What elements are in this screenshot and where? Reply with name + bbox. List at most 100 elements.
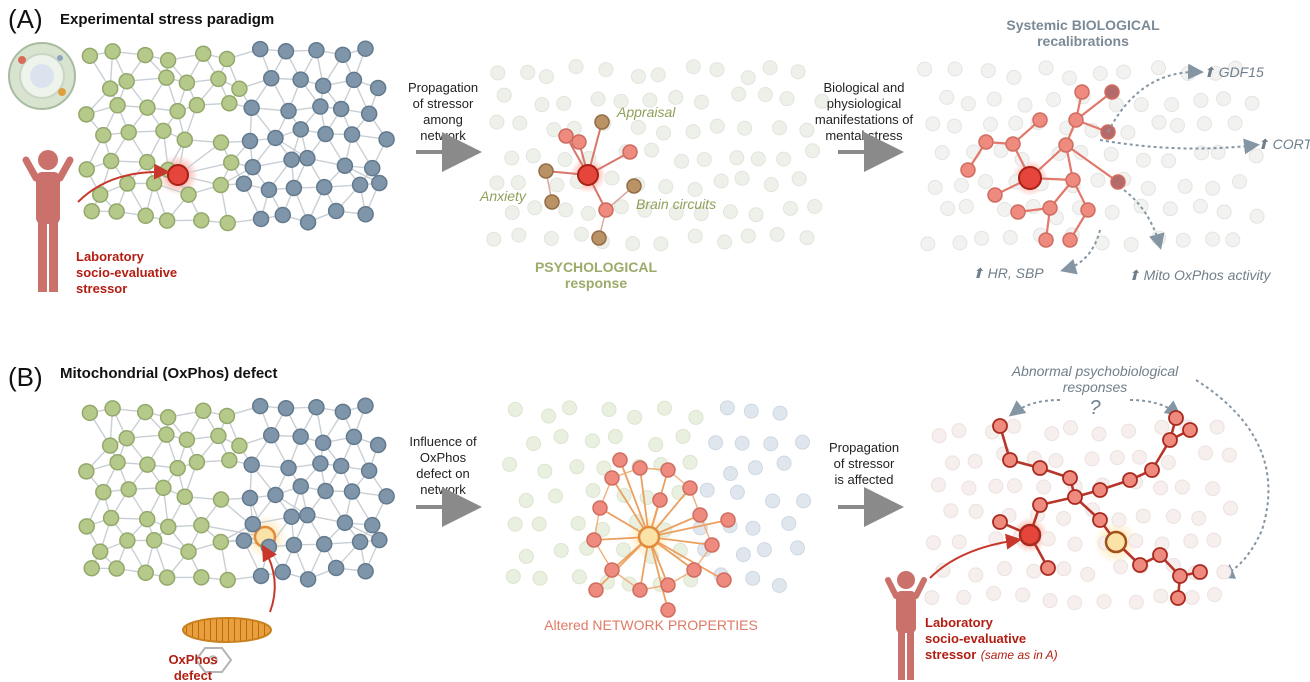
b-arrow2-caption-3: is affected (834, 472, 893, 487)
faint-node (1128, 594, 1144, 610)
b1-node (136, 403, 154, 421)
faint-node (668, 89, 684, 105)
faint-node (1044, 426, 1060, 442)
faint-node (939, 89, 955, 105)
b1-node (252, 567, 270, 585)
faint-node (538, 69, 554, 85)
faint-node (735, 547, 751, 563)
faint-node (1084, 451, 1100, 467)
faint-node (699, 482, 715, 498)
b1-node (299, 571, 317, 588)
faint-node (1244, 95, 1260, 111)
b2-node (660, 602, 676, 618)
b3-node (1144, 462, 1160, 478)
faint-node (1103, 146, 1119, 162)
psychological-network (486, 59, 830, 252)
faint-node (1090, 172, 1106, 188)
b1-node (274, 563, 292, 581)
faint-node (762, 60, 778, 76)
a1-node (334, 46, 352, 64)
faint-node (953, 177, 969, 193)
faint-node (765, 493, 781, 509)
faint-node (1096, 594, 1112, 610)
faint-node (1205, 180, 1221, 196)
a1-node (252, 210, 270, 228)
a2-node (594, 114, 610, 130)
faint-node (1151, 230, 1167, 246)
b1-node (109, 454, 126, 471)
faint-node (693, 94, 709, 110)
b2-node (586, 532, 602, 548)
faint-node (737, 120, 753, 136)
b1-node (267, 486, 284, 504)
b1-node (315, 535, 333, 553)
faint-node (687, 228, 703, 244)
faint-node (708, 435, 724, 451)
a1-node (283, 151, 300, 168)
faint-node (925, 535, 941, 551)
a3-node (1065, 172, 1081, 188)
faint-node (1180, 66, 1196, 82)
b3-node (1062, 470, 1078, 486)
b3-node (1152, 547, 1168, 563)
panel-a-letter: (A) (8, 4, 43, 34)
b1-node (280, 459, 297, 477)
faint-node (1231, 174, 1247, 190)
faint-node (668, 205, 684, 221)
faint-node (1116, 64, 1132, 80)
altered-network (502, 400, 812, 618)
response-label: response (565, 275, 627, 291)
faint-node (1008, 115, 1024, 131)
faint-node (944, 455, 960, 471)
b3-node (1040, 560, 1056, 576)
b1-node (95, 483, 112, 501)
a3-node (1110, 174, 1126, 190)
faint-node (930, 477, 946, 493)
a3-node (1010, 204, 1026, 220)
b2-node (588, 582, 604, 598)
faint-node (1080, 566, 1096, 582)
faint-node (960, 96, 976, 112)
a1-node (178, 74, 196, 91)
faint-node (1040, 531, 1056, 547)
faint-node (1104, 204, 1120, 220)
faint-node (1056, 510, 1072, 526)
faint-node (696, 151, 712, 167)
a1-node (138, 153, 156, 171)
a1-node (221, 95, 238, 112)
b2-edge (595, 536, 650, 591)
systemic-label-1: Systemic BIOLOGICAL (1006, 17, 1160, 33)
a1-node (251, 40, 269, 58)
b2-node (604, 562, 620, 578)
faint-node (1006, 69, 1022, 85)
faint-node (639, 490, 655, 506)
a1-node (104, 43, 121, 60)
a2-node (622, 144, 638, 160)
b1-node (188, 453, 206, 471)
b3-node (1168, 410, 1184, 426)
a1-node (118, 72, 135, 90)
faint-node (920, 236, 936, 252)
faint-node (1216, 91, 1232, 107)
b1-node (145, 532, 163, 549)
oxphos-label-1: OxPhos (168, 652, 217, 667)
a3-node (1104, 84, 1120, 100)
faint-node (740, 228, 756, 244)
mitochondrion-icon (182, 617, 272, 673)
b1-node (120, 481, 137, 498)
a1-node (188, 96, 206, 114)
faint-node (796, 493, 812, 509)
b1-node (312, 455, 329, 472)
b1-node (336, 514, 354, 532)
hr-sbp-text: ⬆ HR, SBP (972, 265, 1044, 281)
faint-node (532, 570, 548, 586)
systemic-network (917, 60, 1265, 252)
b3-node (1122, 472, 1138, 488)
b2-node (632, 582, 648, 598)
faint-node (1015, 587, 1031, 603)
b3-node (1092, 482, 1108, 498)
faint-node (1210, 144, 1226, 160)
faint-node (1154, 419, 1170, 435)
a1-node (363, 159, 381, 177)
